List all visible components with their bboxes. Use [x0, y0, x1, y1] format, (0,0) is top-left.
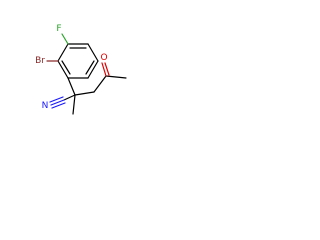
bond-c-cn — [63, 94, 76, 101]
bond-carbonyl-methyl — [105, 75, 127, 79]
bond-quaternary-ch2 — [74, 91, 95, 96]
molecule-canvas: F Br O N — [0, 0, 152, 152]
bond-quaternary-methyl — [72, 94, 76, 115]
ring-bond-5-inner — [61, 60, 71, 75]
oxygen-label: O — [100, 53, 107, 63]
bond-c-o-2 — [104, 62, 110, 76]
ring-bond-6 — [57, 43, 69, 62]
ring-bond-2 — [87, 43, 99, 62]
bond-ch2-carbonyl — [93, 75, 107, 93]
bond-cn-1 — [50, 99, 65, 106]
ring-bond-5 — [57, 60, 69, 79]
bromine-label: Br — [35, 56, 45, 66]
molecule-structure: F Br O N — [35, 24, 127, 115]
benzene-ring — [57, 43, 99, 79]
bond-c-f — [61, 33, 69, 45]
nitrogen-label: N — [42, 101, 49, 111]
bond-cn-3 — [51, 102, 66, 109]
bond-ring-quaternary — [67, 77, 76, 96]
bond-c-o-1 — [101, 62, 107, 77]
bond-cn-2 — [49, 96, 64, 103]
fluorine-label: F — [56, 24, 61, 34]
ring-bond-3-inner — [85, 60, 95, 75]
ring-bond-3 — [87, 60, 99, 79]
